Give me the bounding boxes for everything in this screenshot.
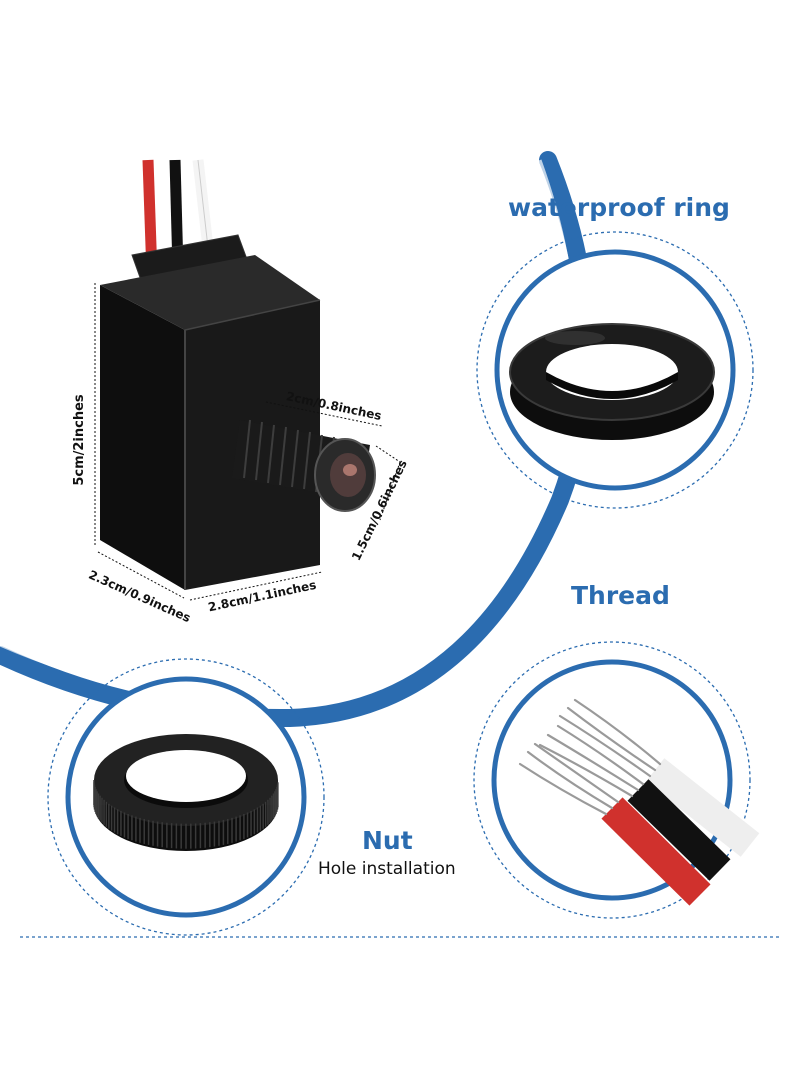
waterproof-ring-image	[509, 323, 715, 440]
nut-label: Nut	[362, 826, 413, 855]
nut-image	[93, 734, 279, 851]
waterproof-ring-label: waterproof ring	[508, 193, 730, 222]
thread-label: Thread	[571, 581, 670, 610]
nut-caption: Hole installation	[318, 859, 456, 879]
thread-callout-dashed-circle	[473, 641, 751, 919]
dim-height-label: 5cm/2inches	[72, 394, 87, 486]
photocell-sensor-image	[94, 159, 401, 601]
ring-callout-dashed-circle	[476, 231, 754, 509]
thread-wires-image	[518, 698, 760, 906]
dim-width-label: 2.8cm/1.1inches	[207, 578, 318, 615]
nut-callout-dashed-circle	[47, 658, 325, 936]
